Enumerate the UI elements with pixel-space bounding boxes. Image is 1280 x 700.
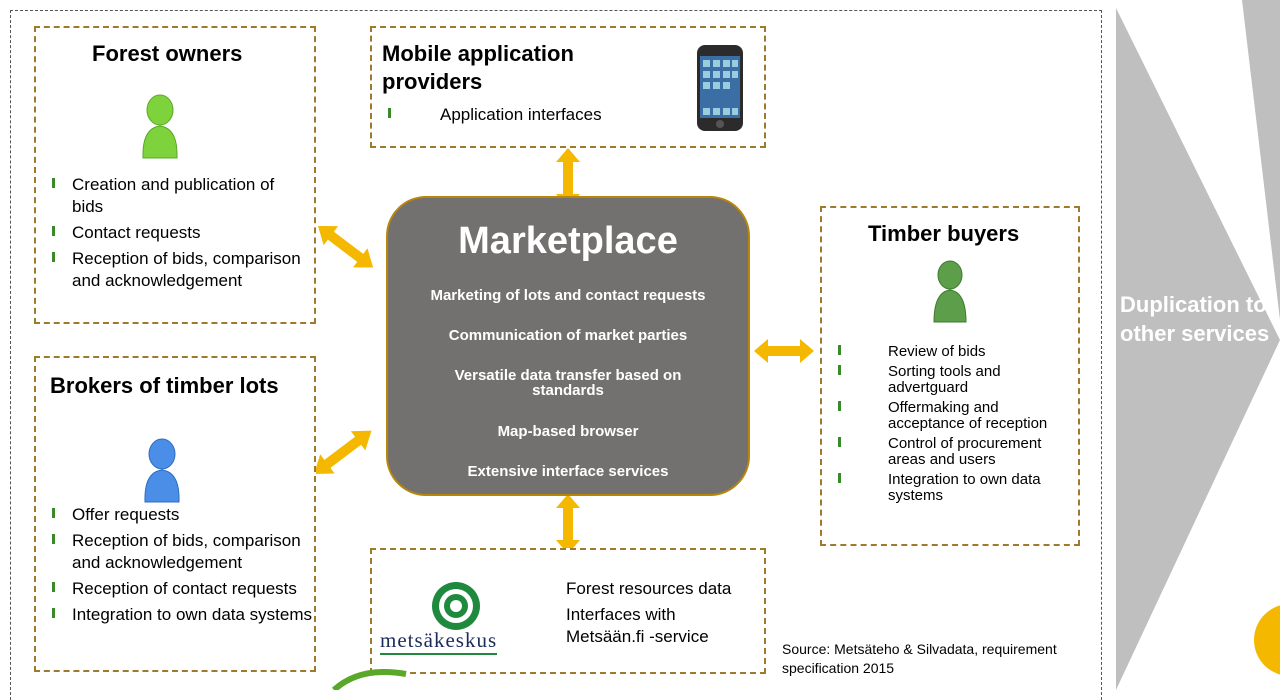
timber-buyers-item: Integration to own data systems [838, 472, 1074, 504]
marketplace-item: Marketing of lots and contact requests [430, 287, 706, 304]
mobile-providers-title: Mobile application providers [382, 41, 574, 94]
arrow-brokers [306, 421, 379, 484]
timber-buyers-item: Offermaking and acceptance of reception [838, 400, 1074, 432]
forest-owners-box: Forest owners Creation and publication o… [34, 26, 316, 324]
arrow-forest-owners [310, 216, 381, 278]
smartphone-icon [697, 45, 743, 131]
marketplace-item: Extensive interface services [467, 463, 669, 480]
timber-buyers-item: Review of bids [838, 344, 1074, 360]
forest-owners-item: Creation and publication of bids [52, 174, 308, 218]
metsakeskus-item: Interfaces with Metsään.fi -service [566, 605, 709, 646]
duplication-text: Duplication to other services [1120, 292, 1270, 346]
diagram-frame [10, 10, 1102, 700]
metsakeskus-logo-text: metsäkeskus [380, 628, 498, 655]
source-caption: Source: Metsäteho & Silvadata, requireme… [782, 641, 1057, 676]
brokers-title: Brokers of timber lots [50, 373, 279, 398]
duplication-chevron [1116, 0, 1280, 690]
brokers-item: Offer requests [52, 504, 316, 526]
marketplace-title: Marketplace [458, 220, 678, 262]
brokers-item: Integration to own data systems [52, 604, 316, 626]
metsakeskus-box: metsäkeskus Forest resources data Interf… [370, 548, 766, 674]
brokers-item: Reception of bids, comparison and acknow… [52, 530, 316, 574]
metsakeskus-item: Forest resources data [566, 579, 732, 598]
mobile-providers-box: Mobile application providers Application… [370, 26, 766, 148]
marketplace-item: Versatile data transfer based on standar… [454, 367, 682, 399]
metsakeskus-logo [432, 582, 480, 630]
forest-owners-item: Reception of bids, comparison and acknow… [52, 248, 308, 292]
timber-buyers-item: Sorting tools and advertguard [838, 364, 1074, 396]
brokers-item: Reception of contact requests [52, 578, 316, 600]
marketplace-item: Communication of market parties [448, 327, 688, 344]
mobile-providers-item: Application interfaces [388, 104, 648, 126]
marketplace-box: Marketplace Marketing of lots and contac… [386, 196, 750, 496]
person-darkgreen-icon [933, 260, 967, 323]
timber-buyers-title: Timber buyers [868, 221, 1020, 246]
sun-icon [1254, 605, 1280, 675]
arrow-timber-buyers [754, 339, 814, 363]
person-green-icon [142, 94, 178, 159]
brokers-box: Brokers of timber lots Offer requests Re… [34, 356, 316, 672]
timber-buyers-box: Timber buyers Review of bids Sorting too… [820, 206, 1080, 546]
forest-owners-item: Contact requests [52, 222, 308, 244]
arrow-metsakeskus [556, 494, 580, 554]
marketplace-item: Map-based browser [497, 423, 639, 440]
person-blue-icon [144, 438, 180, 503]
forest-owners-title: Forest owners [92, 41, 243, 66]
decorative-leaf-icon [331, 669, 407, 690]
timber-buyers-item: Control of procurement areas and users [838, 436, 1074, 468]
